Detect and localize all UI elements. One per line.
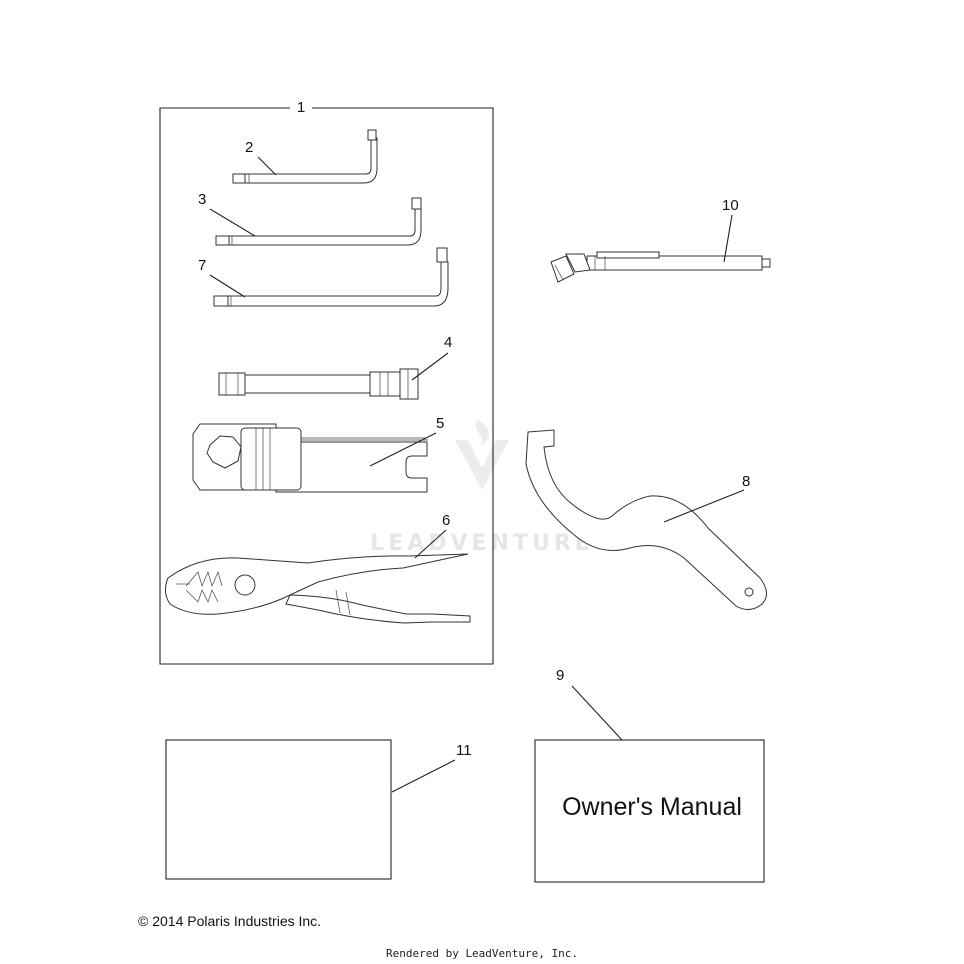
spanner-wrench [525, 429, 767, 610]
hex-key-long [213, 247, 449, 307]
extension-bar [218, 368, 419, 400]
leader-7 [209, 274, 246, 298]
leader-2 [257, 156, 277, 176]
hex-key-short [232, 129, 378, 184]
callout-2: 2 [245, 139, 253, 156]
socket-driver [550, 251, 771, 283]
leader-8 [663, 489, 745, 523]
leader-11 [391, 759, 456, 793]
watermark-text: LEADVENTURE [370, 531, 594, 556]
fork-wrench [192, 423, 428, 493]
watermark-logo-icon [455, 420, 509, 490]
owners-manual-label: Owner's Manual [562, 793, 742, 821]
leader-10 [723, 214, 733, 263]
owners-manual [534, 739, 765, 883]
callout-1: 1 [297, 99, 305, 116]
leader-9 [571, 685, 623, 741]
callout-4: 4 [444, 334, 452, 351]
callout-11: 11 [456, 742, 472, 759]
callout-5: 5 [436, 415, 444, 432]
callout-7: 7 [198, 257, 206, 274]
hex-key-medium [215, 197, 422, 246]
pliers [164, 553, 471, 624]
leader-3 [209, 208, 256, 237]
callout-3: 3 [198, 191, 206, 208]
callout-6: 6 [442, 512, 450, 529]
leader-6 [414, 529, 447, 559]
document-card [165, 739, 392, 880]
tool-kit-frame [159, 107, 494, 665]
copyright-notice: © 2014 Polaris Industries Inc. [138, 913, 322, 929]
rendered-by-credit: Rendered by LeadVenture, Inc. [385, 947, 579, 960]
callout-10: 10 [722, 197, 739, 214]
watermark: LEADVENTURE [370, 420, 594, 556]
leader-4 [411, 352, 449, 381]
callout-8: 8 [742, 473, 750, 490]
leader-5 [369, 432, 437, 467]
callout-9: 9 [556, 667, 564, 684]
